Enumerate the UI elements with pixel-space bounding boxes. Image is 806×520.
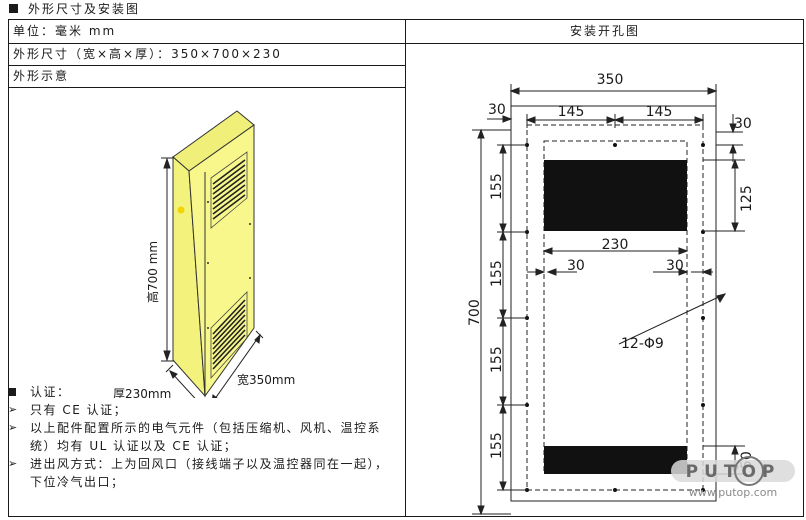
top-right-margin-dim: 30 xyxy=(734,116,752,132)
inner-width-dim: 230 xyxy=(602,237,629,253)
svg-text:www.putop.com: www.putop.com xyxy=(689,486,777,499)
arrow-bullet-icon: ➢ xyxy=(8,457,19,470)
height-dimension xyxy=(161,157,174,362)
product-sketch: 高700 mm 厚230mm 宽350mm xyxy=(113,110,295,398)
list-item: ➢ 只有 CE 认证； xyxy=(8,403,128,417)
lower-opening xyxy=(544,446,687,474)
left-half-dim: 145 xyxy=(558,104,585,120)
seg1-dim: 155 xyxy=(489,173,505,200)
inner-right-margin-dim: 30 xyxy=(666,258,684,274)
section-title: 外形尺寸及安装图 xyxy=(28,2,141,16)
row-divider xyxy=(9,65,405,66)
column-divider xyxy=(405,20,406,516)
depth-dimension xyxy=(165,364,196,398)
install-hole-title: 安装开孔图 xyxy=(569,24,640,38)
install-drawing: 350 145 145 30 30 700 155 155 155 xyxy=(467,72,755,516)
spec-table: 单位：毫米 mm 安装开孔图 外形尺寸（宽×高×厚）：350×700×230 外… xyxy=(8,19,804,517)
unit-label: 单位：毫米 mm xyxy=(13,24,117,38)
holes-callout: 12-Φ9 xyxy=(621,336,664,352)
row-divider xyxy=(9,87,405,88)
top-dimensions xyxy=(487,84,743,162)
svg-text:PUTOP: PUTOP xyxy=(686,462,781,482)
list-item: ➢ 进出风方式：上为回风口（接线端子以及温控器同在一起），下位冷气出口； xyxy=(8,457,389,489)
arrow-bullet-icon: ➢ xyxy=(8,403,19,416)
watermark: PUTOP www.putop.com xyxy=(669,450,797,502)
sketch-label: 外形示意 xyxy=(13,69,70,83)
upper-opening xyxy=(544,160,687,231)
notes: 认证： ➢ 只有 CE 认证； ➢ 以上配件配置所示的电气元件（包括压缩机、风机… xyxy=(8,383,393,491)
size-label: 外形尺寸（宽×高×厚）：350×700×230 xyxy=(13,47,282,61)
depth-label: 厚230mm xyxy=(113,387,171,398)
cert-title: 认证： xyxy=(30,385,71,399)
upper-vent-grille xyxy=(212,159,246,220)
list-item: ➢ 以上配件配置所示的电气元件（包括压缩机、风机、温控系统）均有 UL 认证以及… xyxy=(8,421,382,453)
width-dimension xyxy=(212,330,264,398)
height-label: 高700 mm xyxy=(145,241,160,303)
section-header: 外形尺寸及安装图 xyxy=(0,0,140,19)
total-height-dim: 700 xyxy=(467,299,483,326)
screw-dots xyxy=(207,201,251,329)
indicator-light-icon xyxy=(177,206,185,214)
width-label: 宽350mm xyxy=(237,372,295,387)
inner-left-margin-dim: 30 xyxy=(567,258,585,274)
inner-dimensions xyxy=(527,247,727,345)
top-left-margin-dim: 30 xyxy=(488,102,506,118)
total-width-dim: 350 xyxy=(597,72,624,88)
lower-vent-grille xyxy=(212,299,246,370)
arrow-bullet-icon: ➢ xyxy=(8,421,19,434)
putop-logo-icon: PUTOP www.putop.com xyxy=(671,456,795,499)
lower-vent xyxy=(210,291,248,380)
seg2-dim: 155 xyxy=(489,260,505,287)
upper-vent xyxy=(210,151,248,229)
upper-opening-dim: 125 xyxy=(739,185,755,212)
right-half-dim: 145 xyxy=(646,104,673,120)
seg4-dim: 155 xyxy=(489,432,505,459)
square-bullet-icon xyxy=(9,4,18,13)
row-divider xyxy=(9,43,803,44)
panel-outline xyxy=(510,105,717,502)
cert-heading: 认证： xyxy=(8,383,393,401)
left-dimensions xyxy=(472,128,527,516)
square-bullet-icon xyxy=(8,388,16,396)
seg3-dim: 155 xyxy=(489,346,505,373)
